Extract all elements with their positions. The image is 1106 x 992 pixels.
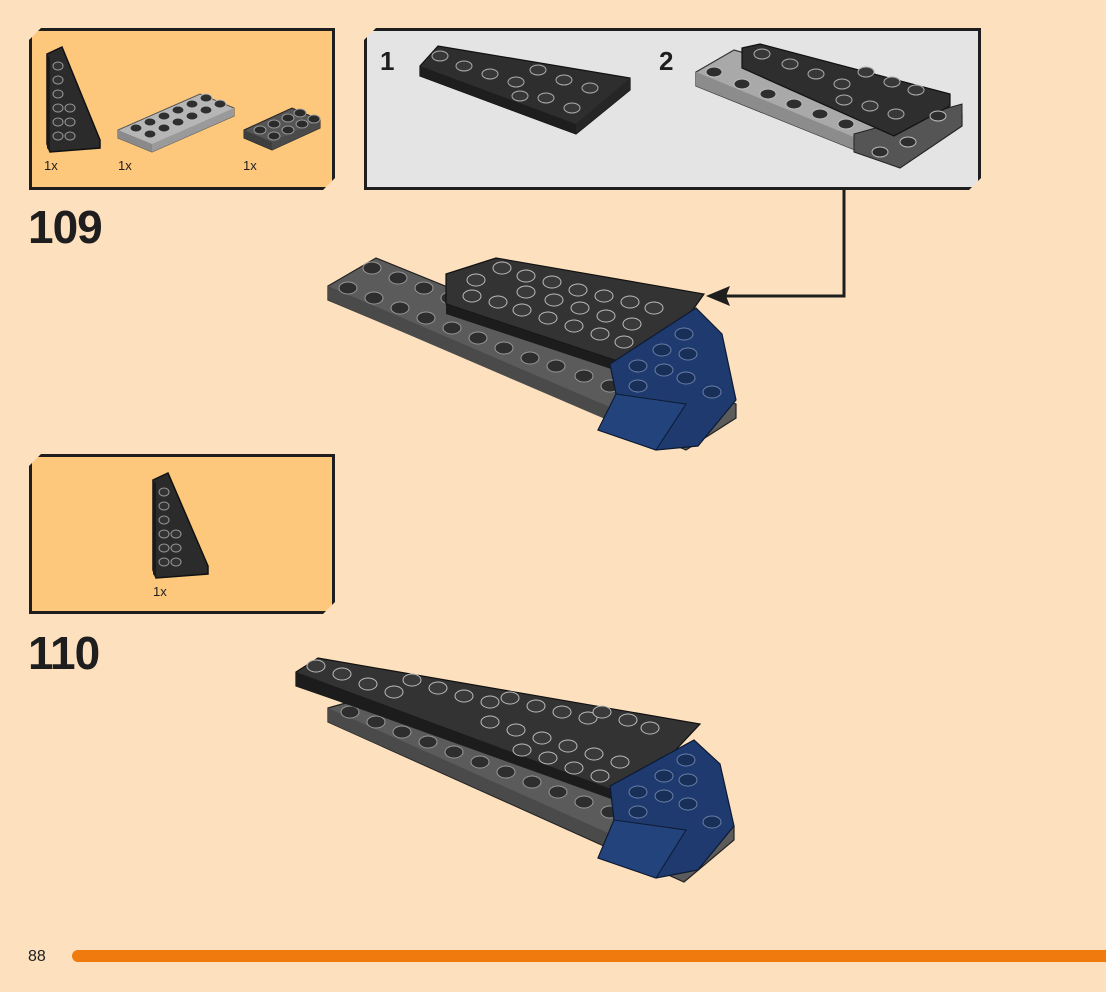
substep-number-2: 2 [659,46,674,76]
placement-arrow [706,188,846,306]
step-number-110: 110 [28,627,100,679]
step-109-model [327,257,737,451]
part-qty-step-110: 1x [153,584,167,599]
light-gray-plate-part [117,93,235,153]
step-110-model [295,657,735,883]
substep-1-wedge-model [419,45,631,135]
part-qty-3: 1x [243,158,257,173]
page-number: 88 [28,948,46,965]
page-progress-bar [72,950,1106,962]
part-qty-1: 1x [44,158,58,173]
black-wedge-plate-part [152,471,209,579]
black-wedge-plate-part [46,45,101,153]
step-number-109: 109 [28,201,103,253]
substep-number-1: 1 [380,46,395,76]
substep-2-assembly-model [695,43,963,169]
dark-gray-plate-part [243,107,321,151]
part-qty-2: 1x [118,158,132,173]
parts-callout-step-110 [29,454,335,614]
